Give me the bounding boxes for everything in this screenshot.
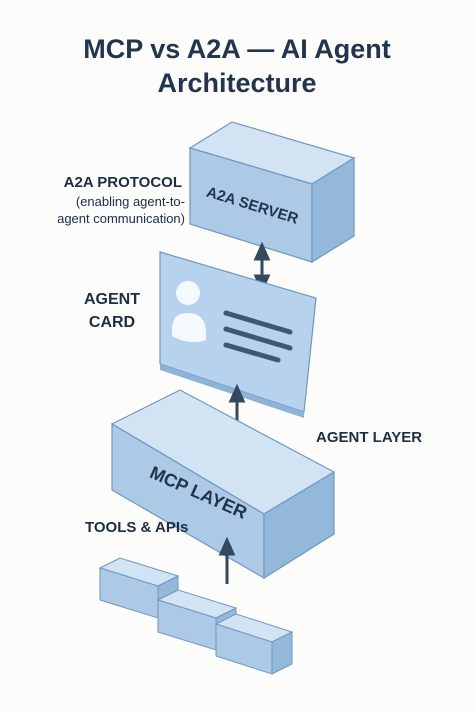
- agent-card-label: AGENT CARD: [64, 288, 160, 334]
- title-line-2: Architecture: [157, 68, 317, 98]
- a2a-protocol-description-line-2: agent communication): [57, 211, 185, 226]
- a2a-protocol-description: (enabling agent-to- agent communication): [30, 193, 185, 227]
- id-card-icon: [172, 281, 293, 363]
- agent-card-label-line-2: CARD: [88, 314, 136, 331]
- tools-apis-label: TOOLS & APIs: [85, 519, 189, 536]
- agent-layer-label: AGENT LAYER: [316, 429, 423, 446]
- a2a-server-side: [311, 156, 355, 264]
- a2a-protocol-description-line-1: (enabling agent-to-: [75, 194, 185, 209]
- title-line-1: MCP vs A2A — AI Agent: [83, 34, 391, 64]
- a2a-protocol-label: A2A PROTOCOL: [63, 174, 182, 191]
- diagram-title: MCP vs A2A — AI Agent Architecture: [0, 32, 474, 100]
- tool-cube-3: [214, 613, 294, 675]
- a2a-server-block: A2A SERVER: [188, 121, 356, 264]
- mcp-layer-side: [263, 470, 335, 580]
- agent-card-label-line-1: AGENT: [84, 291, 140, 308]
- mcp-layer-block: MCP LAYER: [110, 389, 336, 580]
